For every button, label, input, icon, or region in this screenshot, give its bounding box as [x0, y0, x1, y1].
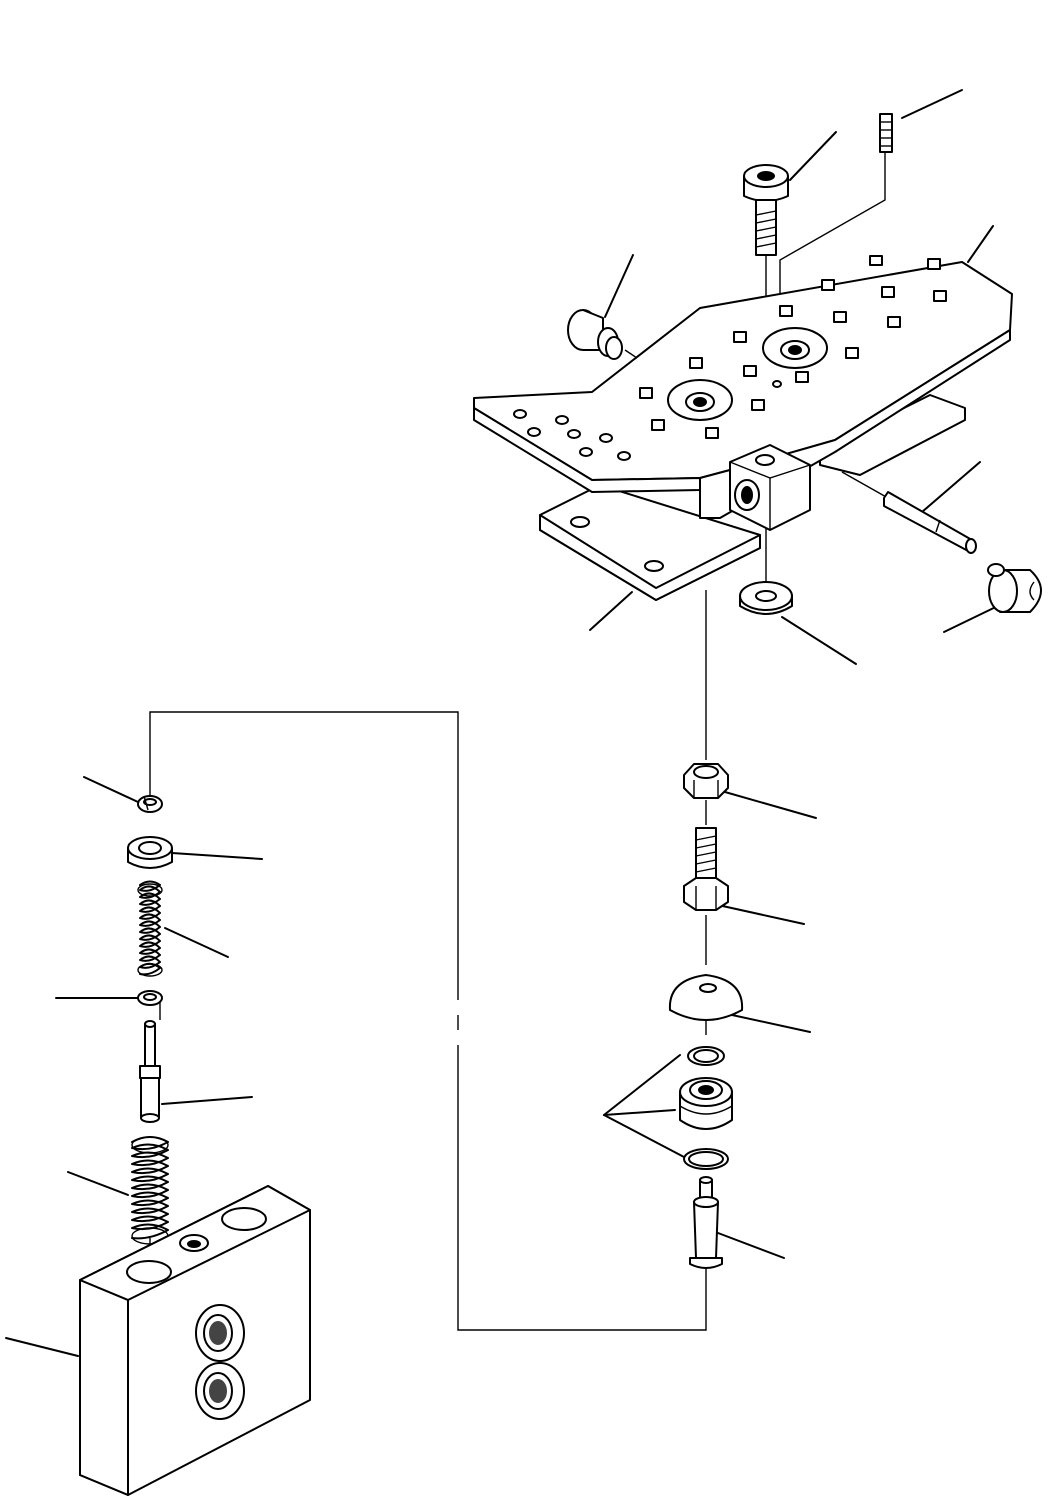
nut-icon: [683, 763, 729, 799]
stop-bolt-icon: [567, 309, 623, 360]
spring-icon: [137, 880, 163, 977]
retainer-icon: [137, 990, 163, 1006]
leader-lines: [5, 89, 1005, 1357]
cap-screw-icon: [743, 164, 789, 256]
tread-studs: [513, 255, 947, 461]
set-screw-icon: [879, 113, 893, 153]
pedal-plate-icon: [473, 255, 1013, 601]
washer-icon: [739, 581, 793, 615]
valve-body-icon: [79, 1185, 311, 1496]
bolt-icon: [683, 827, 729, 911]
seal-kit-icon: [679, 1046, 733, 1170]
lock-washer-icon: [137, 795, 163, 813]
spring-icon: [131, 1136, 169, 1245]
knob-icon: [987, 563, 1042, 613]
spring-seat-icon: [127, 836, 173, 869]
spool-icon: [139, 1020, 161, 1123]
boot-icon: [668, 974, 744, 1021]
plunger-icon: [689, 1176, 723, 1269]
pin-icon: [883, 491, 977, 554]
